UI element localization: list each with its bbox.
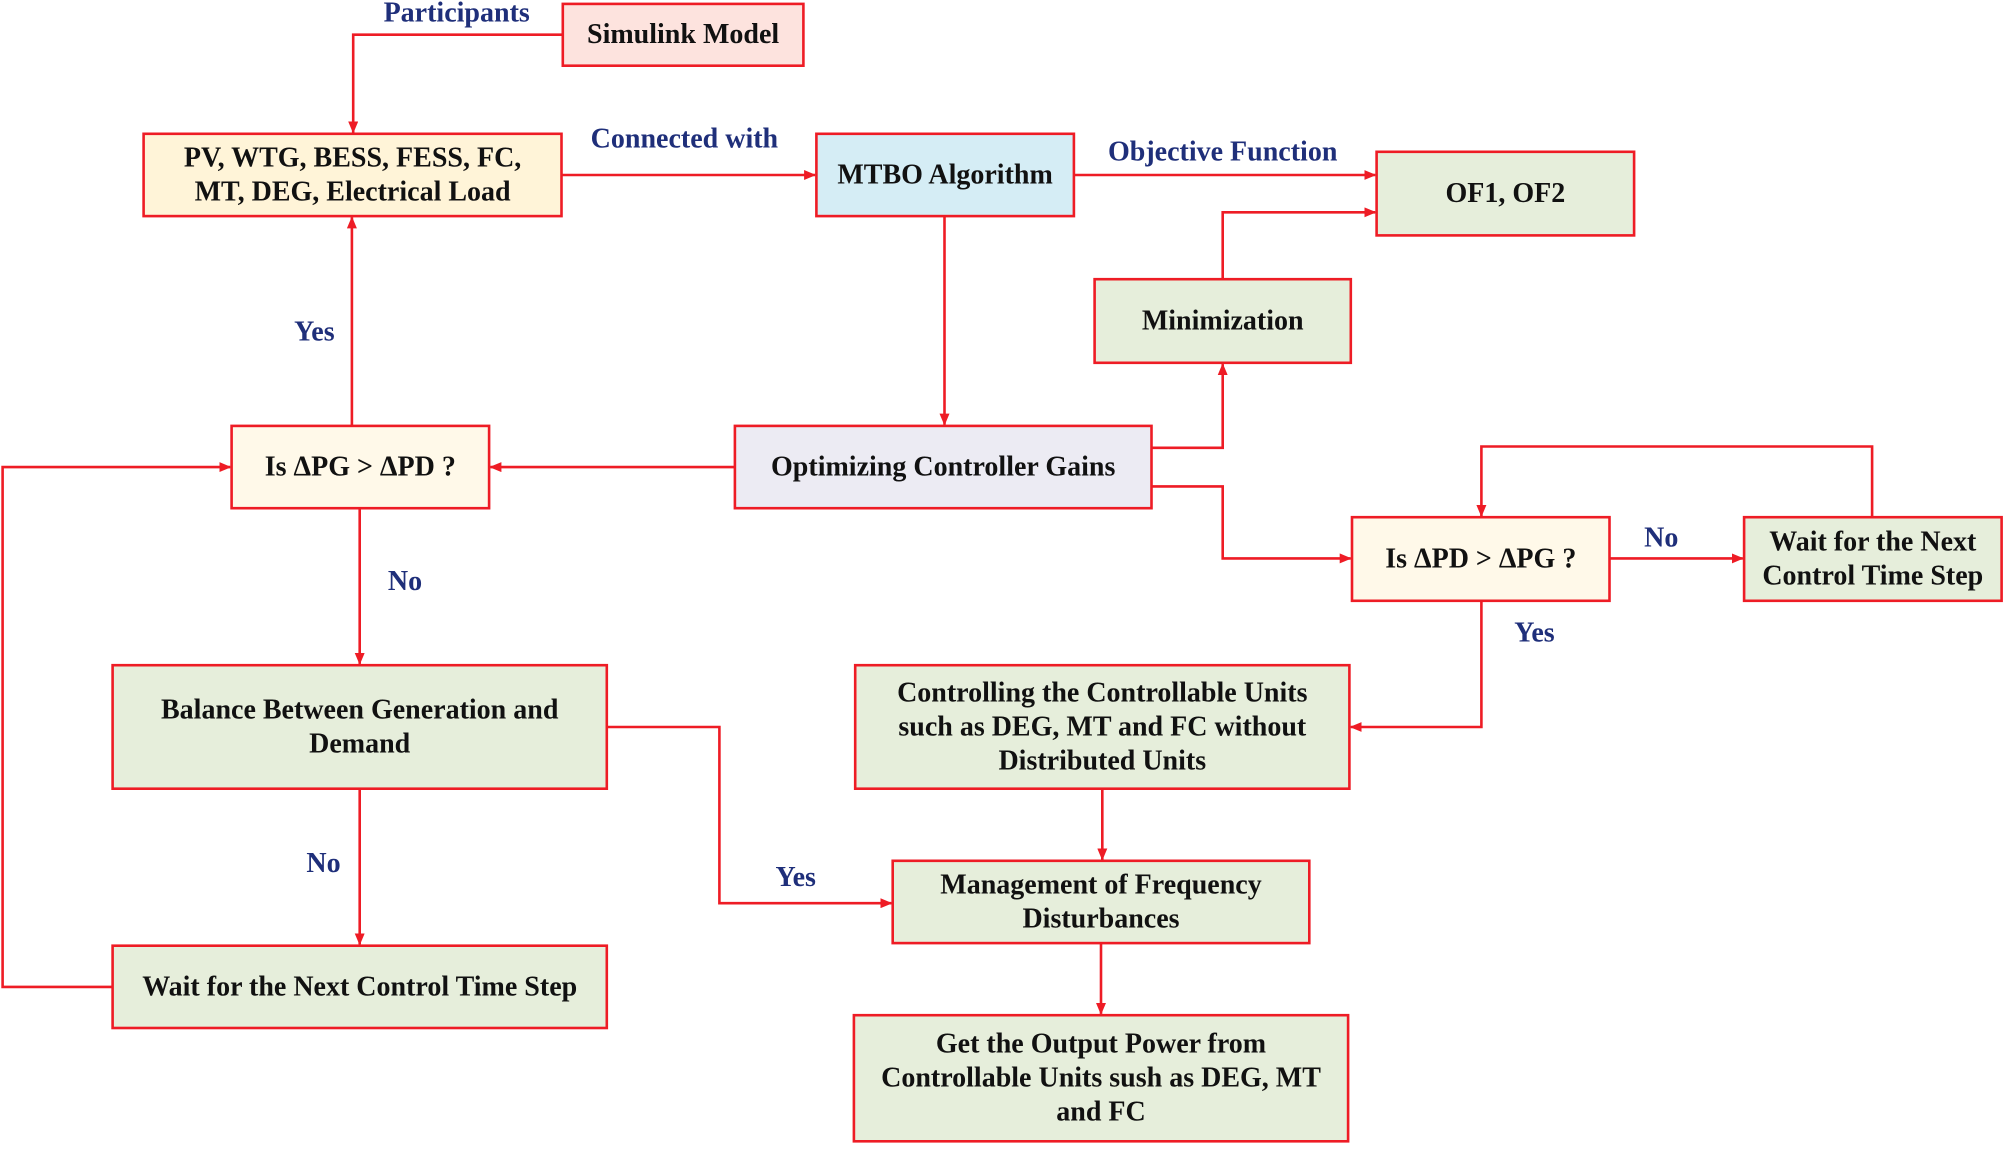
edge-decision-right-yes [1349,600,1483,732]
edge-label-mtbo-to-of: Objective Function [1108,136,1338,167]
box-decision-pg-gt-pd [230,424,491,510]
box-participants-units [142,132,563,218]
box-optimizing-controller-gains [733,424,1153,510]
node-text-get-output-power: Controllable Units sush as DEG, MT [881,1063,1321,1094]
box-management-frequency-disturbances [891,859,1311,945]
node-text-of1-of2: OF1, OF2 [1446,178,1566,209]
node-text-participants-units: PV, WTG, BESS, FESS, FC, [184,143,521,174]
box-decision-pd-gt-pg [1350,515,1611,603]
node-text-management-frequency-disturbances: Disturbances [1022,904,1179,935]
edge-wait-left-loop [1,462,232,989]
node-text-decision-pd-gt-pg: Is ΔPD > ΔPG ? [1385,544,1576,575]
node-text-management-frequency-disturbances: Management of Frequency [940,870,1261,901]
edge-gains-to-minimization [1151,363,1228,450]
node-text-simulink-model: Simulink Model [587,19,779,50]
edge-simulink-to-units [348,33,563,134]
node-simulink-model: Simulink Model [561,2,805,67]
node-text-mtbo-algorithm: MTBO Algorithm [837,160,1052,191]
node-text-get-output-power: Get the Output Power from [936,1029,1266,1060]
node-text-minimization: Minimization [1142,306,1304,337]
node-text-controlling-controllable-units: Controlling the Controllable Units [897,678,1308,709]
edge-gains-to-decision-right [1151,485,1352,564]
node-participants-units: PV, WTG, BESS, FESS, FC,MT, DEG, Electri… [142,132,563,218]
box-wait-next-step-right [1742,515,2003,603]
node-mtbo-algorithm: MTBO Algorithm [815,132,1076,218]
node-decision-pg-gt-pd: Is ΔPG > ΔPD ? [230,424,491,510]
edge-label-balance-no: No [306,848,340,879]
edge-label-units-to-mtbo: Connected with [591,124,779,155]
edge-label-decision-right-yes: Yes [1514,618,1555,649]
node-text-balance-generation-demand: Demand [309,729,411,760]
node-optimizing-controller-gains: Optimizing Controller Gains [733,424,1153,510]
edge-wait-right-loop [1476,445,1874,518]
box-wait-next-step-left [111,944,609,1030]
box-simulink-model [561,2,805,67]
box-of1-of2 [1375,150,1636,237]
box-controlling-controllable-units [853,663,1351,791]
edge-label-decision-left-no: No [388,566,422,597]
node-text-wait-next-step-left: Wait for the Next Control Time Step [142,971,577,1002]
node-wait-next-step-left: Wait for the Next Control Time Step [111,944,609,1030]
node-text-balance-generation-demand: Balance Between Generation and [161,695,559,726]
node-minimization: Minimization [1093,277,1353,365]
edges-layer [1,33,1874,1015]
node-text-wait-next-step-right: Wait for the Next [1769,527,1977,558]
box-get-output-power [852,1013,1350,1143]
node-text-controlling-controllable-units: Distributed Units [998,746,1206,777]
box-minimization [1093,277,1353,365]
node-text-participants-units: MT, DEG, Electrical Load [195,177,511,208]
box-balance-generation-demand [111,663,609,791]
edge-label-decision-right-no: No [1644,522,1678,553]
node-text-get-output-power: and FC [1056,1097,1145,1128]
node-text-controlling-controllable-units: such as DEG, MT and FC without [898,712,1307,743]
node-of1-of2: OF1, OF2 [1375,150,1636,237]
node-text-wait-next-step-right: Control Time Step [1762,561,1983,592]
edge-balance-yes [606,725,893,909]
box-mtbo-algorithm [815,132,1076,218]
edge-label-balance-yes: Yes [775,862,816,893]
node-text-decision-pg-gt-pd: Is ΔPG > ΔPD ? [265,452,456,483]
edge-label-simulink-to-units: Participants [384,0,530,28]
edge-minimization-to-of [1221,207,1377,280]
node-decision-pd-gt-pg: Is ΔPD > ΔPG ? [1350,515,1611,603]
node-text-optimizing-controller-gains: Optimizing Controller Gains [771,452,1115,483]
edge-label-decision-left-yes: Yes [294,317,335,348]
